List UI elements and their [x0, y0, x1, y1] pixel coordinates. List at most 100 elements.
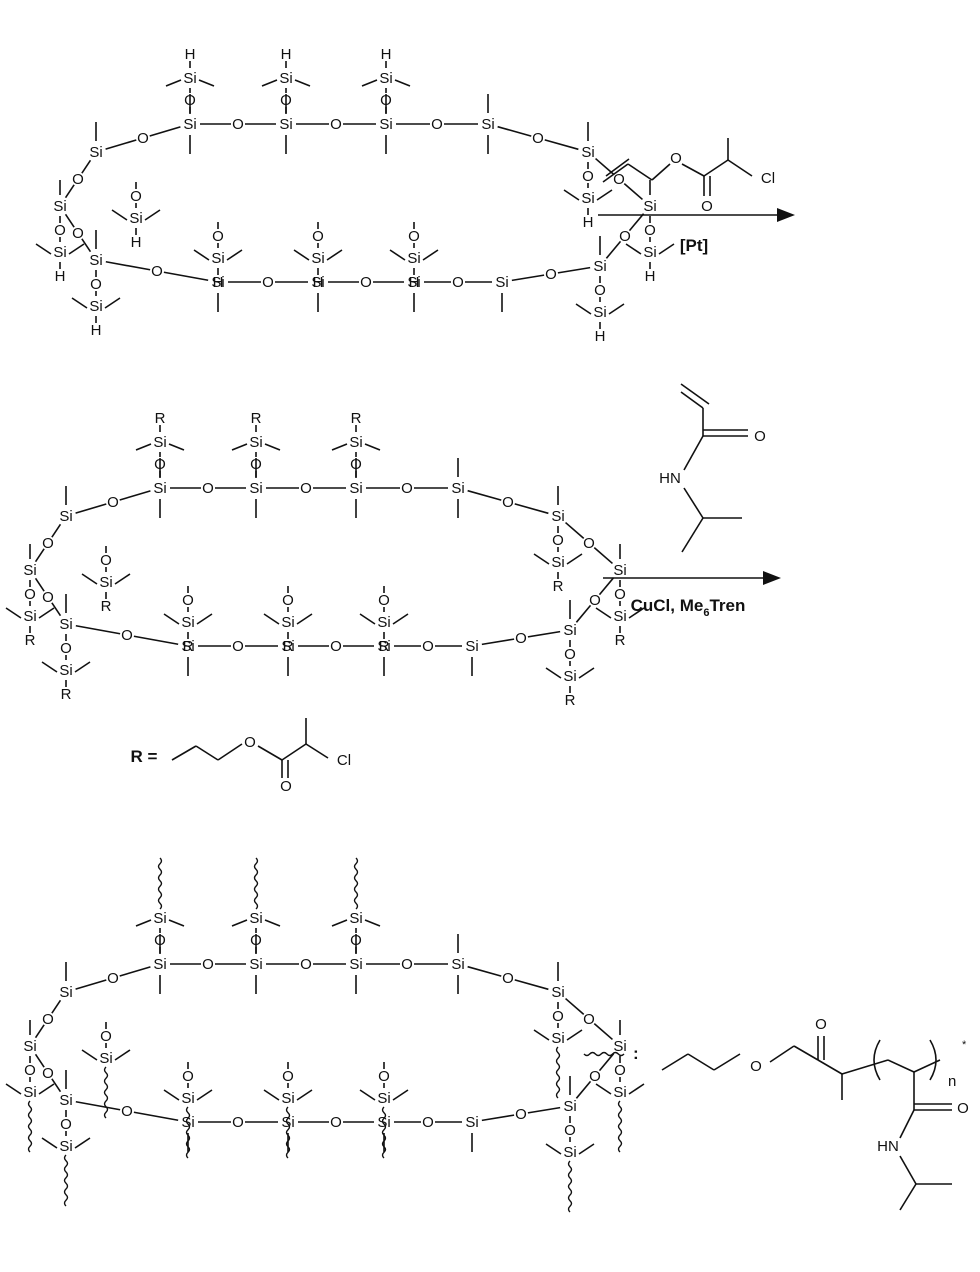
pendant-oxygen: O [614, 586, 626, 603]
pendant-silicon: Si [563, 1144, 576, 1161]
methyl-bond [81, 1049, 98, 1061]
methyl-bond [389, 249, 406, 261]
chlorine: Cl [337, 752, 351, 769]
chain-bond [661, 1053, 689, 1071]
ring-oxygen: O [232, 638, 244, 655]
vinyl-double-bond [680, 383, 710, 405]
pendant-silicon: Si [153, 434, 166, 451]
si-o-bond [75, 1100, 121, 1111]
methyl-bond [608, 303, 625, 315]
pendant-oxygen: O [378, 1068, 390, 1085]
methyl-bond [545, 667, 562, 679]
chain-bond [651, 163, 671, 181]
backbone-bond [887, 1059, 915, 1073]
ring-oxygen: O [502, 970, 514, 987]
polymer-chain-wavy [617, 1100, 623, 1153]
polymer-chain-wavy [381, 1106, 387, 1159]
o-si-bond [81, 238, 92, 253]
methyl-bond [198, 79, 215, 87]
o-si-bond [527, 630, 561, 638]
methyl-bond [628, 607, 645, 619]
double-bond [605, 158, 630, 177]
amide-nitrogen: HN [659, 470, 681, 487]
si-o-bond [75, 624, 121, 635]
amide-bond [683, 435, 704, 471]
ring-oxygen: O [515, 630, 527, 647]
o-si-bond [133, 635, 179, 646]
methyl-bond [263, 613, 280, 625]
methyl-bond [392, 613, 409, 625]
methyl-bond [566, 1029, 583, 1041]
pendant-oxygen: O [100, 552, 112, 569]
methyl-bond [168, 919, 185, 927]
si-o-bond [81, 159, 92, 174]
ring-silicon-back: Si [59, 508, 72, 525]
ring-oxygen: O [401, 480, 413, 497]
pendant-silicon: Si [53, 244, 66, 261]
r-group: R [61, 686, 72, 703]
methyl-bond [294, 79, 311, 87]
chain-bond [687, 1053, 715, 1071]
polymer-chain-wavy [103, 1066, 109, 1119]
pendant-oxygen: O [380, 92, 392, 109]
si-o-bond [51, 999, 62, 1014]
ring-silicon-back: Si [379, 116, 392, 133]
ring-oxygen: O [589, 1068, 601, 1085]
ring-oxygen: O [300, 956, 312, 973]
o-si-bond [514, 979, 549, 991]
pendant-oxygen: O [564, 646, 576, 663]
ring-oxygen: O [262, 274, 274, 291]
reaction-arrow-hydrosilylation [598, 208, 795, 222]
ring-oxygen: O [330, 638, 342, 655]
methyl-bond [38, 1083, 55, 1095]
step1-condition-label: [Pt] [680, 236, 708, 255]
ring-oxygen: O [107, 970, 119, 987]
pendant-silicon: Si [59, 1138, 72, 1155]
o-si-bond [34, 548, 45, 563]
methyl-bond [625, 243, 642, 255]
ring-silicon-side: Si [613, 562, 626, 579]
methyl-bond [394, 79, 411, 87]
ring-oxygen: O [42, 1011, 54, 1028]
pendant-silicon: Si [153, 910, 166, 927]
polymer-chain-wavy [27, 1100, 33, 1153]
si-hydride: H [409, 274, 420, 291]
si-o-bond [481, 638, 515, 646]
ring-oxygen: O [452, 274, 464, 291]
methyl-bond [595, 607, 612, 619]
ring-silicon-back: Si [451, 956, 464, 973]
methyl-bond [359, 1089, 376, 1101]
ring-silicon-back: Si [153, 480, 166, 497]
si-hydride: H [55, 268, 66, 285]
o-si-bond [514, 503, 549, 515]
o-si-bond [64, 184, 75, 199]
pendant-silicon: Si [23, 608, 36, 625]
methyl-bond [5, 1083, 22, 1095]
ring-oxygen: O [42, 589, 54, 606]
pendant-silicon: Si [281, 1090, 294, 1107]
end-marker: * [962, 1039, 967, 1051]
si-o-bond [497, 125, 532, 137]
amide-bond [899, 1109, 915, 1139]
si-o-bond [565, 997, 585, 1016]
pendant-silicon: Si [349, 910, 362, 927]
isopropyl-bond [681, 517, 704, 553]
methyl-bond [163, 613, 180, 625]
pendant-oxygen: O [282, 1068, 294, 1085]
methyl-bond [81, 573, 98, 585]
r-group: R [553, 578, 564, 595]
pendant-silicon: Si [551, 554, 564, 571]
chain-bond [703, 159, 729, 177]
legend-colon: : [633, 1044, 639, 1063]
o-si-bond [593, 1022, 613, 1041]
ring-oxygen: O [583, 535, 595, 552]
legend-wavy-symbol [583, 1051, 625, 1057]
methyl-bond [41, 661, 58, 673]
methyl-bond [364, 919, 381, 927]
vinyl-bond [680, 391, 704, 409]
r-group: R [101, 598, 112, 615]
methyl-bond [264, 919, 281, 927]
methyl-bond [231, 919, 248, 927]
